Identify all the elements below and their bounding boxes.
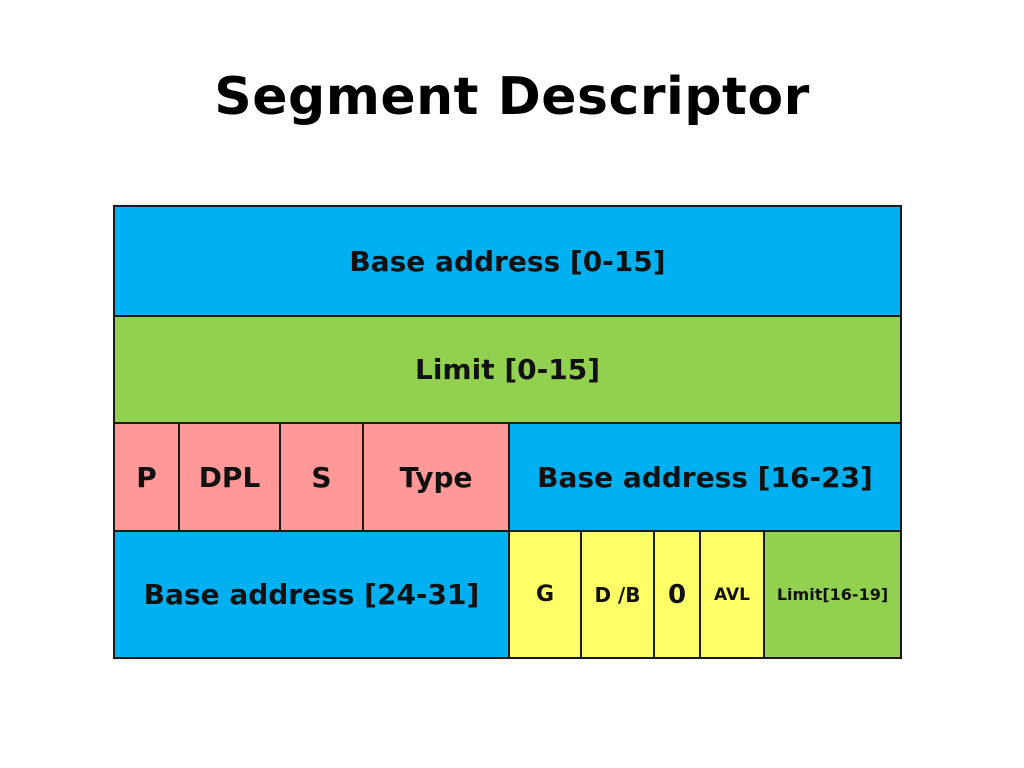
limit-high-field: Limit[16-19] — [763, 532, 900, 657]
granularity-bit-field: G — [508, 532, 580, 657]
default-big-bit-field: D /B — [580, 532, 653, 657]
descriptor-row-1: Base address [0-15] — [115, 207, 900, 315]
descriptor-row-3: P DPL S Type Base address [16-23] — [115, 424, 900, 530]
base-address-low-field: Base address [0-15] — [115, 207, 900, 315]
descriptor-row-4: Base address [24-31] G D /B 0 AVL Limit[… — [115, 532, 900, 657]
dpl-field: DPL — [178, 424, 279, 530]
base-address-mid-field: Base address [16-23] — [508, 424, 900, 530]
segment-descriptor-diagram: Base address [0-15] Limit [0-15] P DPL S… — [113, 205, 902, 659]
slide-title: Segment Descriptor — [214, 67, 810, 127]
descriptor-row-2: Limit [0-15] — [115, 317, 900, 422]
type-field: Type — [362, 424, 508, 530]
avl-bit-field: AVL — [699, 532, 763, 657]
s-bit-field: S — [279, 424, 362, 530]
present-bit-field: P — [115, 424, 178, 530]
reserved-zero-bit-field: 0 — [653, 532, 699, 657]
base-address-high-field: Base address [24-31] — [115, 532, 508, 657]
limit-low-field: Limit [0-15] — [115, 317, 900, 422]
